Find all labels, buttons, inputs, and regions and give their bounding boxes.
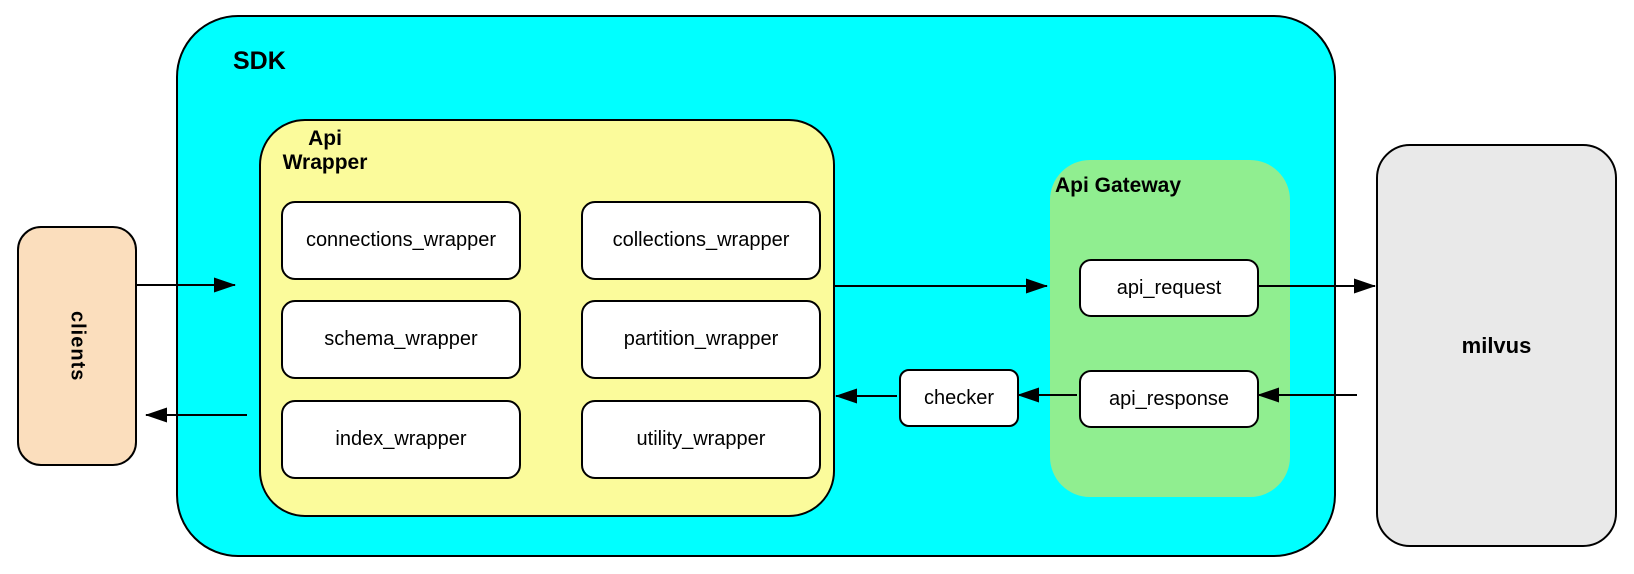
api-wrapper-container: Api Wrapper connections_wrapper collecti… — [259, 119, 835, 517]
api-response-node: api_response — [1079, 370, 1259, 428]
milvus-node: milvus — [1376, 144, 1617, 547]
api-gateway-container: Api Gateway api_request api_response — [1050, 160, 1290, 497]
module-index-wrapper: index_wrapper — [281, 400, 521, 479]
module-connections-wrapper: connections_wrapper — [281, 201, 521, 280]
checker-node: checker — [899, 369, 1019, 427]
clients-node: clients — [17, 226, 137, 466]
module-utility-wrapper: utility_wrapper — [581, 400, 821, 479]
api-request-node: api_request — [1079, 259, 1259, 317]
module-schema-wrapper: schema_wrapper — [281, 300, 521, 379]
milvus-label: milvus — [1461, 332, 1532, 358]
api-wrapper-label: Api Wrapper — [282, 127, 368, 175]
api-gateway-label: Api Gateway — [1054, 174, 1182, 197]
module-collections-wrapper: collections_wrapper — [581, 201, 821, 280]
clients-label: clients — [66, 310, 89, 382]
sdk-container: SDK Api Wrapper connections_wrapper coll… — [176, 15, 1336, 557]
sdk-label: SDK — [233, 47, 286, 75]
module-partition-wrapper: partition_wrapper — [581, 300, 821, 379]
